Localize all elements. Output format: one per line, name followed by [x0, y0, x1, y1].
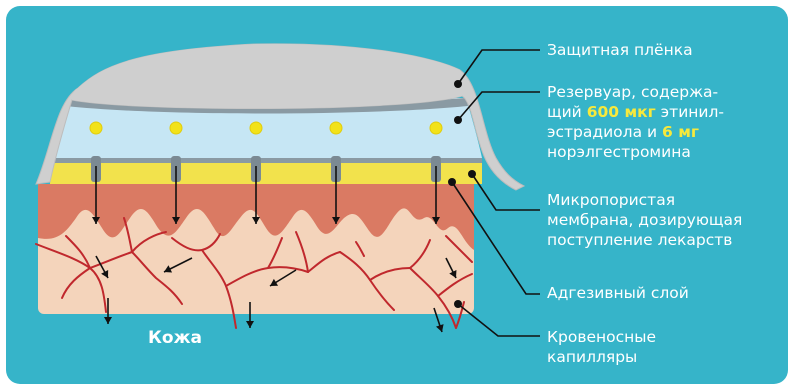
adhesive-text: Адгезивный слой: [547, 284, 689, 302]
adhesive-layer: [50, 162, 482, 184]
ethinylestradiol-dose: 600 мкг: [587, 103, 656, 121]
leader-line-protective-film: [458, 50, 540, 84]
leader-dot-membrane: [468, 170, 476, 178]
reservoir-line-2-suffix: этинил-: [656, 103, 724, 121]
label-protective-film: Защитная плёнка: [547, 40, 693, 60]
label-reservoir: Резервуар, содержа- щий 600 мкг этинил- …: [547, 82, 724, 162]
leader-dot-adhesive: [448, 178, 456, 186]
leader-dot-protective-film: [454, 80, 462, 88]
label-capillaries: Кровеносные капилляры: [547, 327, 656, 367]
label-adhesive: Адгезивный слой: [547, 283, 689, 303]
capillaries-line-1: Кровеносные: [547, 327, 656, 347]
drug-molecule-3: [250, 122, 262, 134]
leader-dot-capillaries: [454, 300, 462, 308]
membrane-line-3: поступление лекарств: [547, 230, 742, 250]
reservoir-line-3-prefix: эстрадиола и: [547, 123, 662, 141]
protective-film-top: [72, 44, 463, 109]
label-membrane: Микропористая мембрана, дозирующая посту…: [547, 190, 742, 250]
drug-molecule-1: [90, 122, 102, 134]
tissue-arrow-5-head: [104, 317, 112, 324]
membrane-line-2: мембрана, дозирующая: [547, 210, 742, 230]
reservoir-line-3: эстрадиола и 6 мг: [547, 122, 724, 142]
leader-dot-reservoir: [454, 116, 462, 124]
tissue-arrow-6-head: [246, 321, 254, 328]
norelgestromin-dose: 6 мг: [662, 123, 699, 141]
drug-molecule-2: [170, 122, 182, 134]
membrane-line-1: Микропористая: [547, 190, 742, 210]
microporous-membrane: [50, 158, 482, 163]
drug-molecule-5: [430, 122, 442, 134]
drug-molecule-4: [330, 122, 342, 134]
reservoir-line-2-prefix: щий: [547, 103, 587, 121]
capillaries-line-2: капилляры: [547, 347, 656, 367]
reservoir-line-2: щий 600 мкг этинил-: [547, 102, 724, 122]
reservoir-line-4: норэлгестромина: [547, 142, 724, 162]
protective-film-text: Защитная плёнка: [547, 41, 693, 59]
diagram-panel: Защитная плёнка Резервуар, содержа- щий …: [6, 6, 788, 384]
skin-label: Кожа: [148, 328, 202, 348]
reservoir-line-1: Резервуар, содержа-: [547, 82, 724, 102]
